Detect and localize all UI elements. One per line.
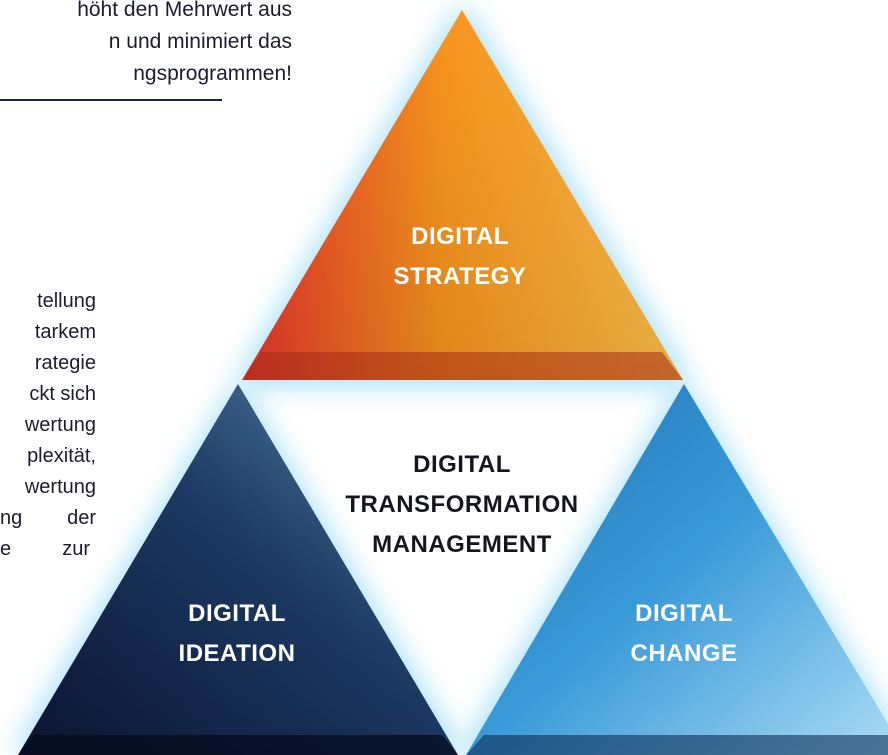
center-label: DIGITAL TRANSFORMATION MANAGEMENT bbox=[345, 451, 579, 558]
body-text-line: tellung bbox=[37, 290, 96, 312]
ideation-triangle bbox=[18, 384, 458, 755]
strategy-triangle-shade bbox=[242, 10, 683, 380]
change-triangle bbox=[466, 384, 888, 755]
divider-line bbox=[0, 99, 222, 101]
intro-text-line: n und minimiert das bbox=[108, 30, 292, 53]
strategy-label: DIGITAL STRATEGY bbox=[393, 223, 527, 290]
intro-text-line: ngsprogrammen! bbox=[133, 62, 292, 85]
body-text-line: plexität, bbox=[27, 445, 96, 467]
intro-text-line: höht den Mehrwert aus bbox=[77, 0, 292, 21]
ideation-label: DIGITAL IDEATION bbox=[178, 600, 296, 667]
ideation-triangle-bevel bbox=[18, 735, 458, 755]
body-text-line: rategie bbox=[34, 352, 96, 374]
body-text-line: ckt sich bbox=[29, 383, 96, 405]
body-text-line: tarkem bbox=[34, 321, 96, 343]
body-text-line: wertung bbox=[24, 476, 96, 498]
body-paragraph: tellung tarkem rategie ckt sich wertung … bbox=[0, 286, 96, 565]
body-text-line: wertung bbox=[24, 414, 96, 436]
intro-text: höht den Mehrwert aus n und minimiert da… bbox=[77, 0, 292, 90]
change-label: DIGITAL CHANGE bbox=[630, 600, 738, 667]
change-triangle-bevel bbox=[466, 735, 888, 755]
